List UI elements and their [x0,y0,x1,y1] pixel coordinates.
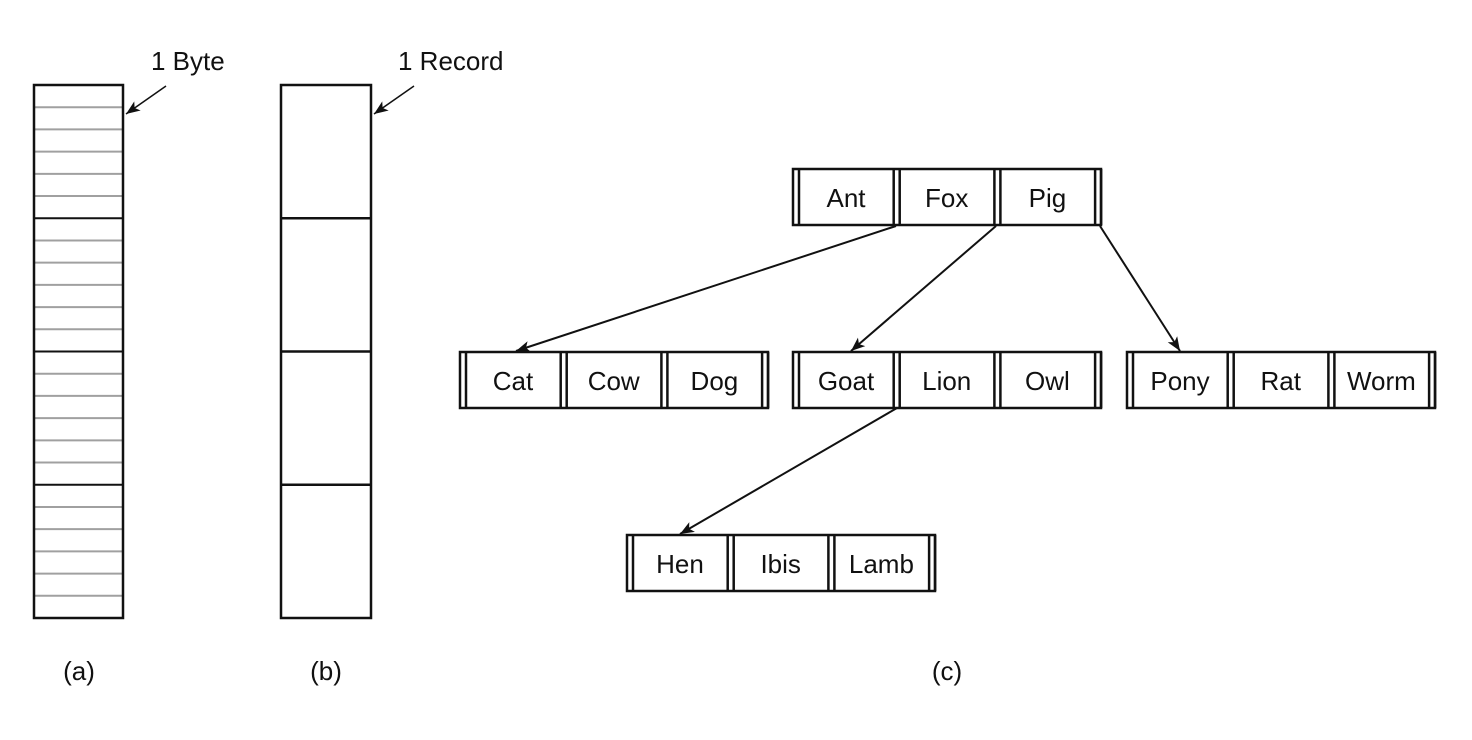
root-node: Ant Fox Pig [791,167,1103,227]
record-key-dog: Dog [691,366,739,396]
byte-pointer-label: 1 Byte [151,46,225,76]
node-border [1125,350,1437,410]
pointer-goat-lion-to-hen-node [679,407,898,535]
panel-a-caption: (a) [63,656,95,686]
panel-b-record-sequence: 1 Record (b) [279,46,504,686]
record-key-fox: Fox [925,183,968,213]
node-border [458,350,770,410]
panel-a-byte-sequence: 1 Byte (a) [32,46,225,686]
record-key-ant: Ant [826,183,866,213]
record-key-cat: Cat [493,366,534,396]
record-key-owl: Owl [1025,366,1070,396]
record-key-worm: Worm [1347,366,1416,396]
pointer-fox-pig-to-goat-node [850,225,997,352]
panel-b-caption: (b) [310,656,342,686]
node-cat-cow-dog: Cat Cow Dog [458,350,770,410]
record-key-pig: Pig [1029,183,1067,213]
record-key-goat: Goat [818,366,875,396]
node-hen-ibis-lamb: Hen Ibis Lamb [625,533,937,593]
byte-pointer-arrow [125,85,167,115]
node-goat-lion-owl: Goat Lion Owl [791,350,1103,410]
record-key-lion: Lion [922,366,971,396]
record-key-ibis: Ibis [760,549,800,579]
record-sequence-box [279,83,373,620]
node-border [791,167,1103,227]
tree-pointers [515,225,1181,535]
record-key-pony: Pony [1150,366,1209,396]
pointer-after-pig-to-pony-node [1099,225,1181,352]
byte-separators [34,106,123,597]
panel-c-caption: (c) [932,656,962,686]
record-pointer-label: 1 Record [398,46,504,76]
record-key-rat: Rat [1260,366,1301,396]
record-key-hen: Hen [656,549,704,579]
node-pony-rat-worm: Pony Rat Worm [1125,350,1437,410]
record-pointer-arrow [373,85,415,115]
record-key-cow: Cow [588,366,640,396]
node-border [625,533,937,593]
pointer-ant-fox-to-cat-node [515,225,897,352]
record-separators [281,217,371,486]
record-key-lamb: Lamb [849,549,914,579]
byte-sequence-box [32,83,125,620]
node-border [791,350,1103,410]
